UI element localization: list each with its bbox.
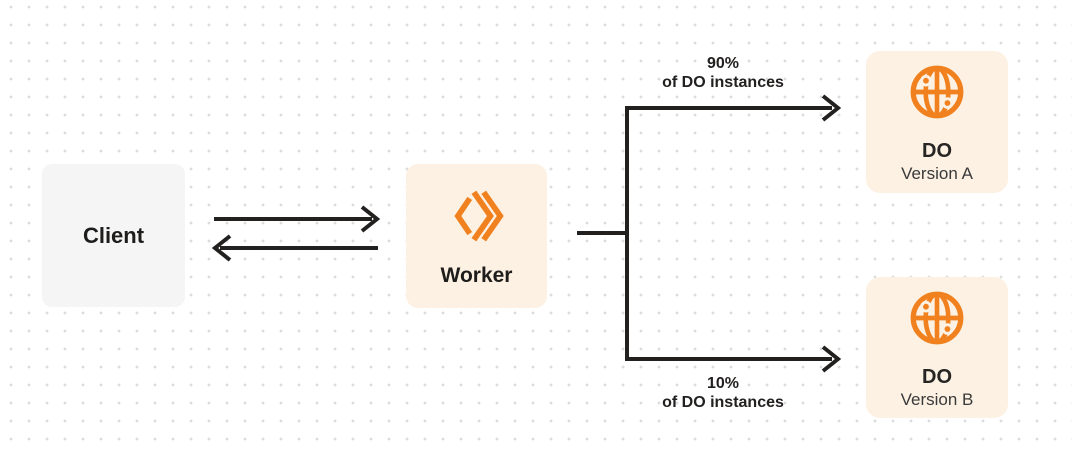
worker-to-client-arrow — [211, 234, 378, 262]
branch-arrow-to-version-a — [625, 94, 842, 122]
do-version-a-node: DO Version A — [866, 51, 1008, 193]
bottom-branch-label: 10% of DO instances — [618, 374, 828, 412]
client-label: Client — [82, 222, 145, 248]
top-branch-percent: 90% — [706, 55, 740, 72]
top-branch-caption: of DO instances — [662, 74, 784, 91]
do-version-a-title: DO — [922, 140, 952, 162]
globe-icon — [910, 65, 964, 119]
worker-label: Worker — [440, 264, 513, 287]
do-version-a-subtitle: Version A — [901, 164, 973, 183]
worker-node: Worker — [406, 164, 547, 308]
do-version-b-subtitle: Version B — [900, 390, 974, 409]
client-to-worker-arrow — [214, 205, 381, 233]
do-version-b-title: DO — [922, 366, 952, 388]
branch-arrow-to-version-b — [625, 345, 842, 373]
worker-branch-connector — [577, 108, 629, 359]
workers-chevrons-icon — [453, 190, 504, 242]
top-branch-label: 90% of DO instances — [618, 54, 828, 92]
client-node: Client — [42, 164, 185, 307]
globe-icon — [910, 291, 964, 345]
bottom-branch-caption: of DO instances — [662, 394, 784, 411]
do-version-b-node: DO Version B — [866, 277, 1008, 418]
bottom-branch-percent: 10% — [706, 375, 740, 392]
